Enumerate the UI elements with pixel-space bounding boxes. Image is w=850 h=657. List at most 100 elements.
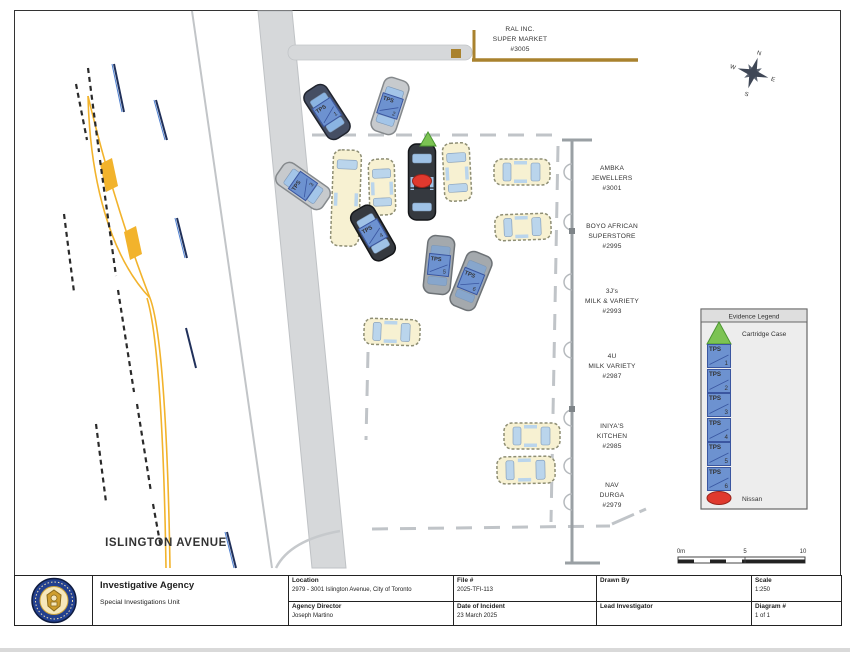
driveway-arc <box>274 529 341 569</box>
lot-boundary <box>312 133 647 531</box>
svg-text:2: 2 <box>725 385 729 392</box>
vehicle-v15-cream-suv <box>496 455 556 485</box>
field-lead-label: Lead Investigator <box>600 602 653 610</box>
svg-text:#2979: #2979 <box>602 502 621 509</box>
compass-rose: N E S W <box>729 50 776 99</box>
field-location-label: Location <box>292 577 319 584</box>
svg-text:6: 6 <box>725 483 729 490</box>
svg-text:TPS: TPS <box>315 104 328 115</box>
svg-text:DURGA: DURGA <box>600 492 625 499</box>
svg-text:2: 2 <box>391 111 396 118</box>
svg-text:JEWELLERS: JEWELLERS <box>591 175 632 182</box>
legend-item-tps-3: TPS 3 <box>707 393 731 417</box>
field-location-value: 2979 - 3001 Islington Avenue, City of To… <box>292 587 412 593</box>
field-scale-label: Scale <box>755 577 772 584</box>
nissan-symbol <box>706 491 732 505</box>
cartridge-case-marker <box>419 130 437 147</box>
supermarket-label: RAL INC. SUPER MARKET #3005 <box>493 26 547 53</box>
svg-text:AMBKA: AMBKA <box>600 165 624 172</box>
svg-text:TPS: TPS <box>709 420 721 427</box>
svg-text:SUPERSTORE: SUPERSTORE <box>588 233 636 240</box>
agency-name: Investigative Agency <box>100 580 195 591</box>
svg-text:MILK & VARIETY: MILK & VARIETY <box>585 298 639 305</box>
legend-title: Evidence Legend <box>729 314 780 321</box>
vehicle-v7-cream-suv <box>441 141 473 203</box>
field-location: Location 2979 - 3001 Islington Avenue, C… <box>288 576 453 601</box>
svg-text:KITCHEN: KITCHEN <box>597 433 627 440</box>
page-bottom-bar <box>0 648 850 652</box>
store-label-6: NAV DURGA #2979 <box>600 482 625 509</box>
svg-text:5: 5 <box>442 269 446 275</box>
legend-items: Cartridge CaseTPS1TPS2TPS3TPS4TPS5TPS6Ni… <box>706 320 787 505</box>
legend-item-ellipse: Nissan <box>706 491 762 505</box>
svg-text:NAV: NAV <box>605 482 619 489</box>
nissan-marker <box>412 174 432 188</box>
vehicle-v6-black-pickup <box>407 143 437 221</box>
svg-text:3: 3 <box>725 409 729 416</box>
svg-text:6: 6 <box>471 286 476 293</box>
agency-cell: Investigative Agency Special Investigati… <box>92 576 288 625</box>
evidence-legend: Evidence Legend Cartridge CaseTPS1TPS2TP… <box>700 308 808 510</box>
scale-start-label: 0m <box>677 549 685 555</box>
svg-text:TPS: TPS <box>291 180 302 193</box>
svg-text:TPS: TPS <box>382 96 395 105</box>
vehicle-v5-cream-sedan <box>367 158 397 216</box>
svg-text:4U: 4U <box>608 353 617 360</box>
compass-e-label: E <box>770 77 776 84</box>
field-drawn-by-label: Drawn By <box>600 577 630 584</box>
svg-text:#3005: #3005 <box>510 46 529 53</box>
svg-text:3: 3 <box>309 182 316 188</box>
title-block: Investigative Agency Special Investigati… <box>14 575 842 626</box>
scale-bar: 0m 5 10 <box>677 549 807 564</box>
svg-text:3J's: 3J's <box>606 288 619 295</box>
field-diagram-value: 1 of 1 <box>755 612 771 619</box>
sidewalk-strip <box>257 10 347 569</box>
field-diagram-number: Diagram # 1 of 1 <box>751 600 841 625</box>
compass-s-label: S <box>743 92 749 99</box>
supermarket-building: RAL INC. SUPER MARKET #3005 <box>451 26 638 62</box>
agency-logo <box>15 576 92 625</box>
lane-solid-segments <box>111 63 237 569</box>
field-director-label: Agency Director <box>292 602 342 610</box>
svg-text:TPS: TPS <box>709 395 721 402</box>
field-file-label: File # <box>457 577 474 584</box>
street-name-label: ISLINGTON AVENUE <box>105 537 227 549</box>
scale-mid-label: 5 <box>743 549 747 555</box>
legend-item-tps-5: TPS 5 <box>707 442 731 466</box>
svg-text:BOYO AFRICAN: BOYO AFRICAN <box>586 223 638 230</box>
svg-text:#2995: #2995 <box>602 243 621 250</box>
field-file-number: File # 2025-TFI-113 <box>453 576 596 601</box>
field-date-value: 23 March 2025 <box>457 612 498 619</box>
svg-text:#2993: #2993 <box>602 308 621 315</box>
vehicle-v8-cream-sedan <box>493 158 551 186</box>
field-scale-value: 1:250 <box>755 587 771 593</box>
svg-text:5: 5 <box>725 458 729 465</box>
svg-text:TPS: TPS <box>709 444 721 451</box>
building-post <box>451 49 461 58</box>
svg-text:INIYA'S: INIYA'S <box>600 423 624 430</box>
door-swing-arcs <box>563 163 573 511</box>
compass-w-label: W <box>729 64 736 71</box>
lane-dashes <box>62 67 163 549</box>
field-file-value: 2025-TFI-113 <box>457 587 493 593</box>
vehicle-v3-silver-sedan: TPS 3 <box>274 161 332 211</box>
field-drawn-by: Drawn By <box>596 576 751 601</box>
svg-text:TPS: TPS <box>361 225 374 236</box>
vehicle-v2-silver-sedan: TPS 2 <box>370 76 410 136</box>
field-date-label: Date of Incident <box>457 602 505 610</box>
